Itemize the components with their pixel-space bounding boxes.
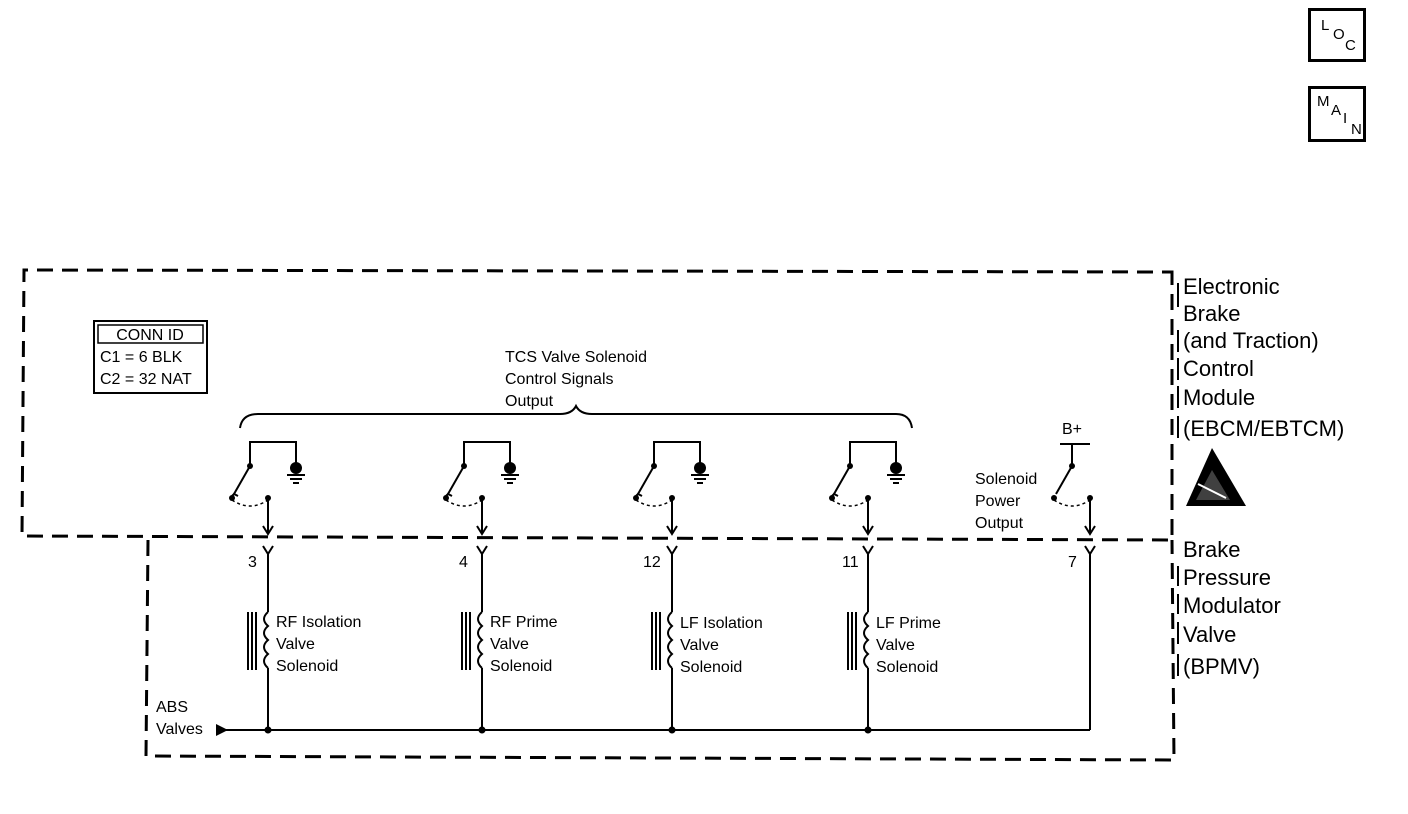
solenoid-4-line-3: Solenoid	[876, 659, 938, 676]
main-letter-4: N	[1351, 121, 1362, 138]
solenoid-1-line-1: RF Isolation	[276, 614, 361, 631]
conn-id-c2: C2 = 32 NAT	[100, 371, 192, 388]
pin-11-label: 11	[842, 554, 859, 571]
conn-id-box: CONN ID C1 = 6 BLK C2 = 32 NAT	[93, 320, 208, 394]
solenoid-1	[247, 554, 270, 730]
loc-letter-2: O	[1333, 26, 1345, 43]
bpmv-boundary	[144, 539, 1176, 762]
tcs-label-line-3: Output	[505, 393, 554, 410]
switch-circuit-4	[829, 441, 906, 536]
power-label-line-3: Output	[975, 515, 1024, 532]
solenoid-2-line-2: Valve	[490, 636, 529, 653]
pin-3-label: 3	[248, 554, 257, 571]
conn-id-title: CONN ID	[116, 327, 184, 344]
loc-button[interactable]: L O C	[1308, 8, 1366, 62]
power-switch-circuit: B+ Solenoid Power Output	[975, 421, 1096, 536]
pin-connectors: 3 4 12 11 7	[248, 545, 1096, 571]
bpmv-label-line-3: Modulator	[1183, 593, 1281, 618]
pin-7-label: 7	[1068, 554, 1077, 571]
power-label-line-2: Power	[975, 493, 1021, 510]
ebcm-boundary	[20, 268, 1174, 542]
pin-4-label: 4	[459, 554, 468, 571]
abs-label-line-1: ABS	[156, 699, 188, 716]
module-label: Electronic Brake (and Traction) Control …	[1177, 274, 1344, 441]
bpmv-label-line-1: Brake	[1183, 537, 1240, 562]
solenoid-4-line-2: Valve	[876, 637, 915, 654]
module-label-line-4: Control	[1183, 356, 1254, 381]
loc-letter-3: C	[1345, 37, 1356, 54]
main-letter-2: A	[1331, 102, 1342, 119]
conn-id-c1: C1 = 6 BLK	[100, 349, 183, 366]
solenoid-3	[651, 554, 674, 730]
tcs-brace	[239, 403, 913, 429]
solenoid-2-line-3: Solenoid	[490, 658, 552, 675]
solenoid-3-line-2: Valve	[680, 637, 719, 654]
bpmv-label: Brake Pressure Modulator Valve (BPMV)	[1177, 537, 1281, 679]
tcs-label: TCS Valve Solenoid Control Signals Outpu…	[505, 349, 647, 410]
bpmv-label-line-2: Pressure	[1183, 565, 1271, 590]
main-letter-1: M	[1317, 93, 1330, 110]
module-label-line-2: Brake	[1183, 301, 1240, 326]
bpmv-label-line-4: Valve	[1183, 622, 1236, 647]
solenoid-2-line-1: RF Prime	[490, 614, 558, 631]
switch-circuit-3	[633, 441, 710, 536]
b-plus-label: B+	[1062, 421, 1082, 438]
solenoid-labels: RF Isolation Valve Solenoid RF Prime Val…	[276, 614, 941, 676]
tcs-label-line-1: TCS Valve Solenoid	[505, 349, 647, 366]
module-label-line-1: Electronic	[1183, 274, 1280, 299]
loc-letter-1: L	[1321, 17, 1330, 34]
solenoid-4	[847, 554, 870, 730]
bpmv-label-line-5: (BPMV)	[1183, 654, 1260, 679]
module-label-line-6: (EBCM/EBTCM)	[1183, 416, 1344, 441]
solenoid-3-line-1: LF Isolation	[680, 615, 763, 632]
esd-warning-icon	[1186, 448, 1246, 506]
solenoid-3-line-3: Solenoid	[680, 659, 742, 676]
solenoid-1-line-2: Valve	[276, 636, 315, 653]
module-label-line-3: (and Traction)	[1183, 328, 1319, 353]
abs-label-line-2: Valves	[156, 721, 203, 738]
main-button[interactable]: M A I N	[1308, 86, 1366, 142]
main-letter-3: I	[1343, 110, 1348, 127]
solenoid-1-line-3: Solenoid	[276, 658, 338, 675]
switch-circuit-1	[229, 441, 306, 536]
abs-bus: ABS Valves	[156, 699, 1090, 738]
solenoid-4-line-1: LF Prime	[876, 615, 941, 632]
switch-circuit-2	[443, 441, 520, 536]
solenoid-2	[461, 554, 484, 730]
module-label-line-5: Module	[1183, 385, 1255, 410]
pin-12-label: 12	[643, 554, 661, 571]
power-label-line-1: Solenoid	[975, 471, 1037, 488]
tcs-label-line-2: Control Signals	[505, 371, 614, 388]
